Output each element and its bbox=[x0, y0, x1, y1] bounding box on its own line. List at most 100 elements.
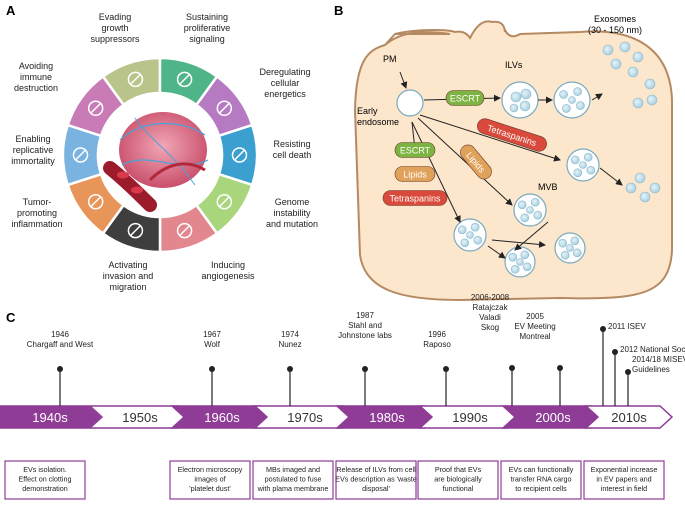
power-icon bbox=[87, 100, 104, 117]
event-marker bbox=[557, 365, 563, 371]
circle-slash-icon bbox=[127, 71, 144, 88]
event-description-box bbox=[169, 460, 251, 500]
panel-b-label: B bbox=[334, 3, 343, 18]
panel-a-label: A bbox=[6, 3, 16, 18]
event-label: 2012 National Societies bbox=[620, 345, 685, 354]
decade-label: 2010s bbox=[611, 410, 647, 425]
decade-label: 1940s bbox=[32, 410, 68, 425]
panel-c-label: C bbox=[6, 310, 16, 325]
exosome bbox=[602, 44, 614, 56]
escrt-pill: ESCRT bbox=[445, 90, 485, 106]
vesicle bbox=[553, 81, 591, 119]
vesicle bbox=[554, 232, 586, 264]
lipids-pill: Lipids bbox=[394, 166, 436, 182]
event-marker bbox=[362, 366, 368, 372]
exosome bbox=[639, 191, 651, 203]
exosomes-text: Exosomes(30 - 150 nm) bbox=[588, 14, 642, 35]
exosome bbox=[644, 78, 656, 90]
vesicle bbox=[501, 81, 539, 119]
vesicle bbox=[566, 148, 600, 182]
invasive-cell-icon bbox=[127, 222, 144, 239]
plasma-membrane bbox=[353, 25, 673, 302]
event-description-box bbox=[4, 460, 86, 500]
signal-arrow-icon bbox=[176, 71, 193, 88]
decade-label: 1980s bbox=[369, 410, 405, 425]
event-marker bbox=[287, 366, 293, 372]
vesicle bbox=[453, 218, 487, 252]
tumor-illustration bbox=[103, 98, 217, 212]
vesicle bbox=[513, 193, 547, 227]
svg-text:Tetraspanins: Tetraspanins bbox=[389, 194, 441, 204]
escrt-pill: ESCRT bbox=[394, 142, 436, 158]
svg-text:Lipids: Lipids bbox=[403, 170, 427, 180]
event-marker bbox=[625, 369, 631, 375]
decade-segment bbox=[0, 405, 102, 429]
event-description-box bbox=[252, 460, 334, 500]
vesicles-group bbox=[396, 41, 661, 278]
ev-history-timeline: 1940s 1950s 1960s 1970s 1980s 1990s 2000s 2010s… bbox=[0, 293, 685, 500]
exosome bbox=[619, 41, 631, 53]
event-marker bbox=[57, 366, 63, 372]
event-marker bbox=[600, 326, 606, 332]
svg-text:ESCRT: ESCRT bbox=[400, 146, 431, 156]
mvb-label: MVB bbox=[538, 182, 558, 192]
exosome bbox=[610, 58, 622, 70]
svg-text:ESCRT: ESCRT bbox=[450, 94, 481, 104]
event-marker bbox=[209, 366, 215, 372]
event-label: 2011 ISEV bbox=[608, 322, 646, 331]
decade-segment bbox=[584, 405, 674, 429]
event-marker bbox=[509, 365, 515, 371]
ev-biogenesis-diagram bbox=[353, 20, 673, 302]
decade-label: 1970s bbox=[287, 410, 323, 425]
exosome bbox=[625, 182, 637, 194]
event-description-box bbox=[583, 460, 665, 500]
dna-icon bbox=[216, 193, 233, 210]
vessel-branch-icon bbox=[176, 222, 193, 239]
pm-label: PM bbox=[383, 54, 397, 64]
decade-label: 1950s bbox=[122, 410, 158, 425]
exosome bbox=[632, 97, 644, 109]
exosome bbox=[646, 94, 658, 106]
exosome bbox=[627, 66, 639, 78]
tetraspanins-pill: Tetraspanins bbox=[382, 190, 448, 206]
atom-icon bbox=[216, 100, 233, 117]
event-description-box bbox=[417, 460, 499, 500]
event-marker bbox=[612, 349, 618, 355]
exosome bbox=[634, 172, 646, 184]
cross-icon bbox=[231, 147, 248, 163]
decade-label: 2000s bbox=[535, 410, 571, 425]
hallmark-segment bbox=[66, 74, 126, 138]
decade-label: 1960s bbox=[204, 410, 240, 425]
vesicle bbox=[396, 89, 424, 117]
event-description-box bbox=[500, 460, 582, 500]
vesicle bbox=[504, 246, 536, 278]
flame-icon bbox=[87, 193, 104, 210]
decade-label: 1990s bbox=[452, 410, 488, 425]
infinity-icon bbox=[72, 147, 89, 163]
